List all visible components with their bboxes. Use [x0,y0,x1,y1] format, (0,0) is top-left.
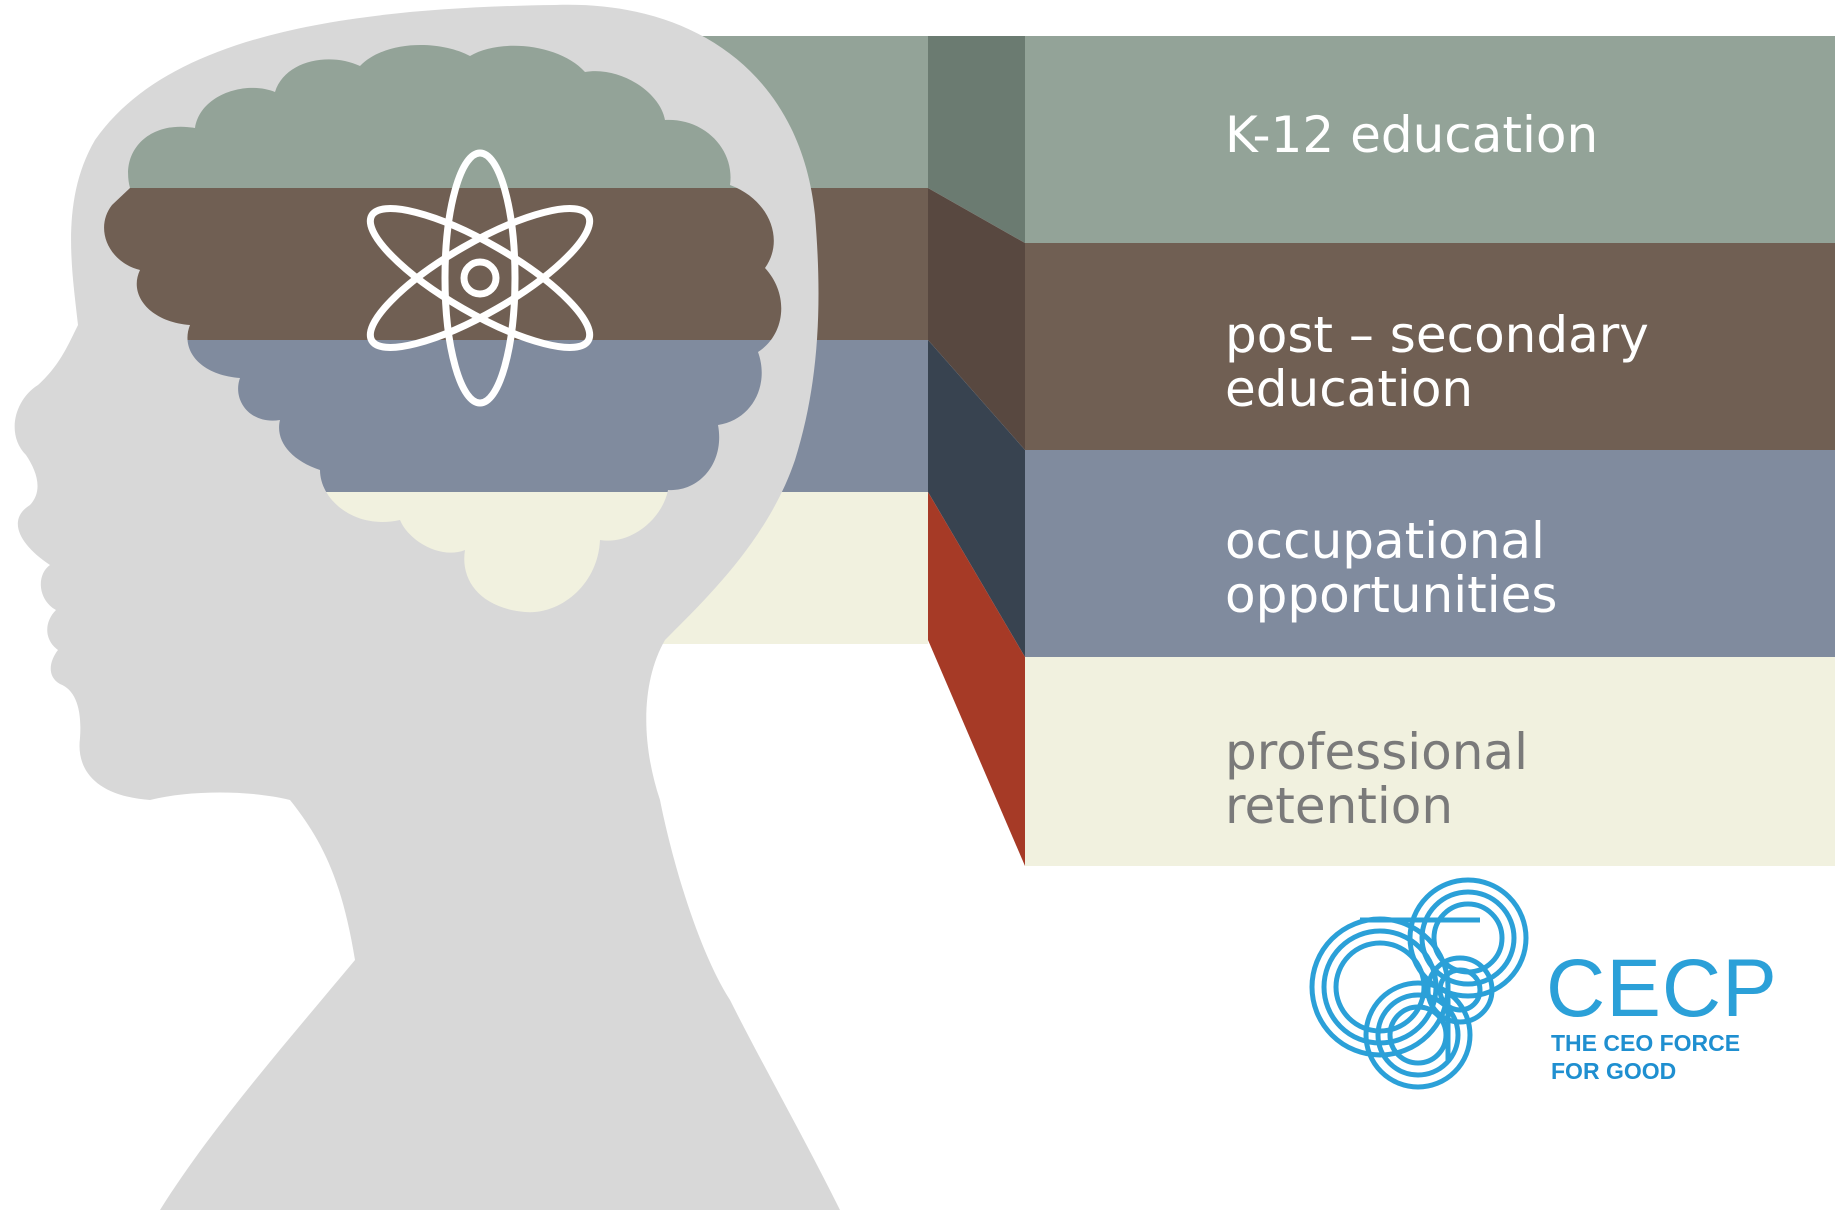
stage-label-occupational: occupational opportunities [1225,512,1558,624]
stage-label-k12: K-12 education [1225,106,1599,164]
stage-label-post-secondary: post – secondary education [1225,306,1649,418]
stage-band-post-secondary [1025,243,1835,450]
stage-connector-k12 [928,36,1025,243]
stage-connector-occupational [928,340,1025,657]
stage-band-k12 [1025,36,1835,243]
stage-connector-post-secondary [928,188,1025,450]
logo-name: CECP [1546,943,1778,1034]
stage-label-professional: professional retention [1225,723,1528,835]
stage-band-professional [1025,657,1835,866]
atom-icon [366,149,594,407]
cecp-logo-icon [1309,877,1529,1090]
logo-tagline: THE CEO FORCE FOR GOOD [1551,1030,1741,1084]
stage-connector-professional [928,492,1025,866]
stage-band-occupational [1025,450,1835,657]
